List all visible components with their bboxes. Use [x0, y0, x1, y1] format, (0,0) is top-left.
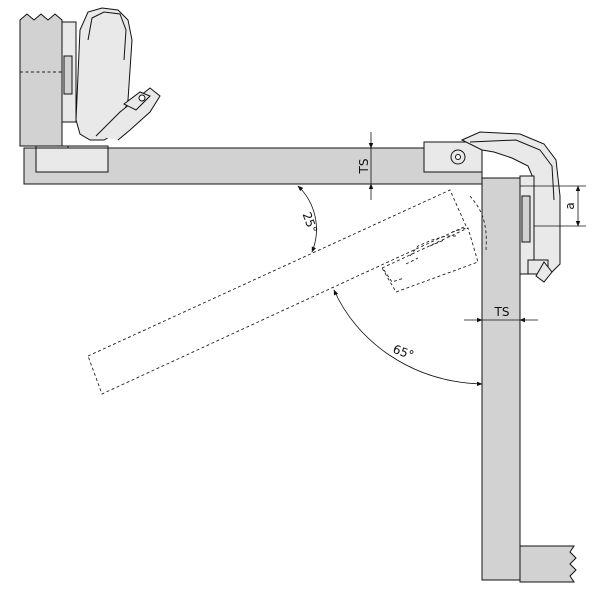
- dim-a: a: [520, 185, 586, 227]
- a-label: a: [563, 202, 577, 209]
- angle-65-label: 65°: [391, 342, 416, 362]
- dim-ts-side: TS: [464, 305, 538, 323]
- top-door-panel: [23, 147, 483, 185]
- dim-ts-top: TS: [357, 132, 374, 200]
- angle-65: 65°: [333, 289, 483, 387]
- angle-25: 25°: [297, 185, 320, 253]
- right-hinge: [423, 131, 561, 283]
- open-door-dashed: [87, 189, 487, 395]
- angle-25-label: 25°: [300, 210, 320, 235]
- left-cabinet-side: [19, 13, 63, 147]
- bottom-shelf-stub: [519, 545, 577, 583]
- ts-side-label: TS: [494, 305, 510, 319]
- right-cabinet-side: [481, 177, 521, 581]
- ts-top-label: TS: [357, 159, 371, 175]
